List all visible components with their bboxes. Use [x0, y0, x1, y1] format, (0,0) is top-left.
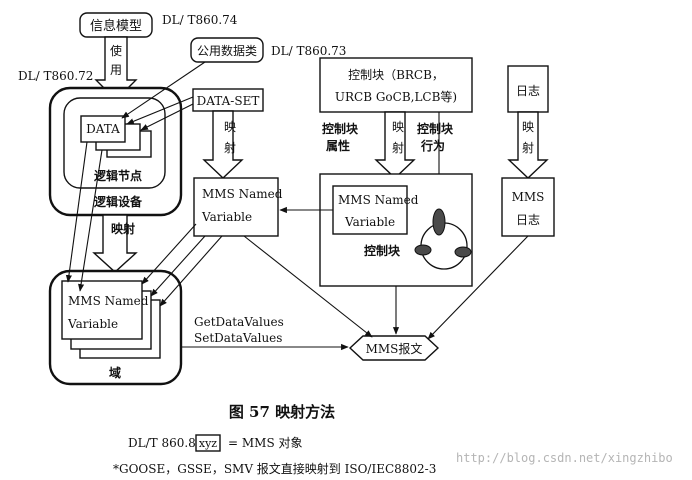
- ld-map-label: 映射: [111, 221, 135, 236]
- mms-named-cb-line2: Variable: [344, 215, 395, 229]
- log-to-message-line: [427, 235, 529, 340]
- control-block-top-line2: URCB GoCB,LCB等): [335, 90, 457, 104]
- behavior-ellipse-left: [414, 244, 432, 256]
- mms-named-cb-line1: MMS Named: [338, 193, 419, 207]
- control-block-label: 控制块: [364, 243, 401, 258]
- std-74-label: DL/ T860.74: [162, 13, 238, 27]
- mms-named-variable-cb: [332, 185, 408, 235]
- figure-title: 图 57 映射方法: [229, 403, 335, 421]
- cb-map-arrow: [374, 111, 416, 179]
- log-map-arrow: [507, 111, 549, 179]
- behavior-ellipse-right: [454, 246, 472, 258]
- dataset-to-data-line-1: [126, 96, 194, 125]
- mms-log-box: [501, 177, 555, 237]
- watermark: http://blog.csdn.net/xingzhibo: [456, 451, 673, 465]
- mms-named-variable-domain: [61, 280, 143, 340]
- get-data-values-label: GetDataValues: [194, 315, 284, 329]
- mms-named-center-line2: Variable: [201, 210, 252, 224]
- dataset-map-arrow: [202, 110, 244, 179]
- footnote: *GOOSE，GSSE，SMV 报文直接映射到 ISO/IEC8802-3: [113, 461, 436, 476]
- mms-named-center-line1: MMS Named: [202, 187, 283, 201]
- std-73-label: DL/ T860.73: [271, 44, 346, 58]
- logical-node-label: 逻辑节点: [94, 168, 142, 183]
- dataset-map-char-1: 映: [224, 120, 236, 134]
- center-to-message-line: [243, 235, 373, 338]
- info-model-label: 信息模型: [90, 18, 142, 34]
- cb-attr-line1: 控制块: [322, 121, 359, 136]
- control-block-top-line1: 控制块（BRCB，: [348, 68, 444, 82]
- mms-named-domain-line1: MMS Named: [68, 294, 149, 308]
- use-char-1: 使: [110, 43, 122, 58]
- std-72-label: DL/ T860.72: [18, 69, 93, 83]
- domain-label: 域: [109, 365, 121, 380]
- mms-message-hexagon: [348, 335, 440, 361]
- cb-map-char-2: 射: [392, 140, 404, 155]
- data-box: [80, 115, 126, 143]
- mms-named-variable-center: [193, 177, 279, 237]
- control-block-top-box: [319, 57, 473, 113]
- center-to-domain-line-1: [141, 223, 197, 285]
- dataset-map-char-2: 射: [224, 140, 236, 155]
- center-to-domain-line-2: [150, 235, 206, 297]
- dataset-to-data-line-2: [140, 103, 194, 131]
- log-map-char-1: 映: [522, 120, 534, 134]
- data-set-label: DATA-SET: [197, 94, 260, 108]
- common-data-class-box: [190, 37, 264, 63]
- cb-attr-line2: 属性: [326, 138, 350, 153]
- cb-behavior-line2: 行为: [420, 138, 445, 153]
- data-label: DATA: [86, 122, 120, 136]
- cb-map-char-1: 映: [392, 120, 404, 134]
- logical-device-label: 逻辑设备: [94, 194, 143, 209]
- behavior-ellipse-top: [432, 208, 446, 236]
- legend-std: DL/T 860.81: [128, 436, 203, 450]
- common-data-class-label: 公用数据类: [197, 43, 257, 58]
- log-map-char-2: 射: [522, 140, 534, 155]
- cdc-to-data-line: [121, 61, 206, 119]
- set-data-values-label: SetDataValues: [194, 331, 282, 345]
- legend-value: = MMS 对象: [228, 436, 302, 450]
- mms-log-line2: 日志: [516, 213, 540, 227]
- log-box: [507, 65, 549, 113]
- legend-key: xyz: [199, 437, 217, 450]
- log-label: 日志: [516, 84, 540, 98]
- cb-behavior-line1: 控制块: [417, 121, 454, 136]
- legend-key-box: [195, 434, 221, 452]
- data-to-domain-line-2: [78, 149, 103, 292]
- use-char-2: 用: [110, 63, 122, 77]
- mms-message-label: MMS报文: [366, 341, 423, 356]
- mms-named-domain-line2: Variable: [67, 317, 118, 331]
- data-to-domain-line-1: [65, 141, 88, 283]
- mms-log-line1: MMS: [512, 190, 545, 204]
- center-to-domain-line-3: [159, 235, 223, 307]
- ld-map-arrow: [92, 214, 138, 273]
